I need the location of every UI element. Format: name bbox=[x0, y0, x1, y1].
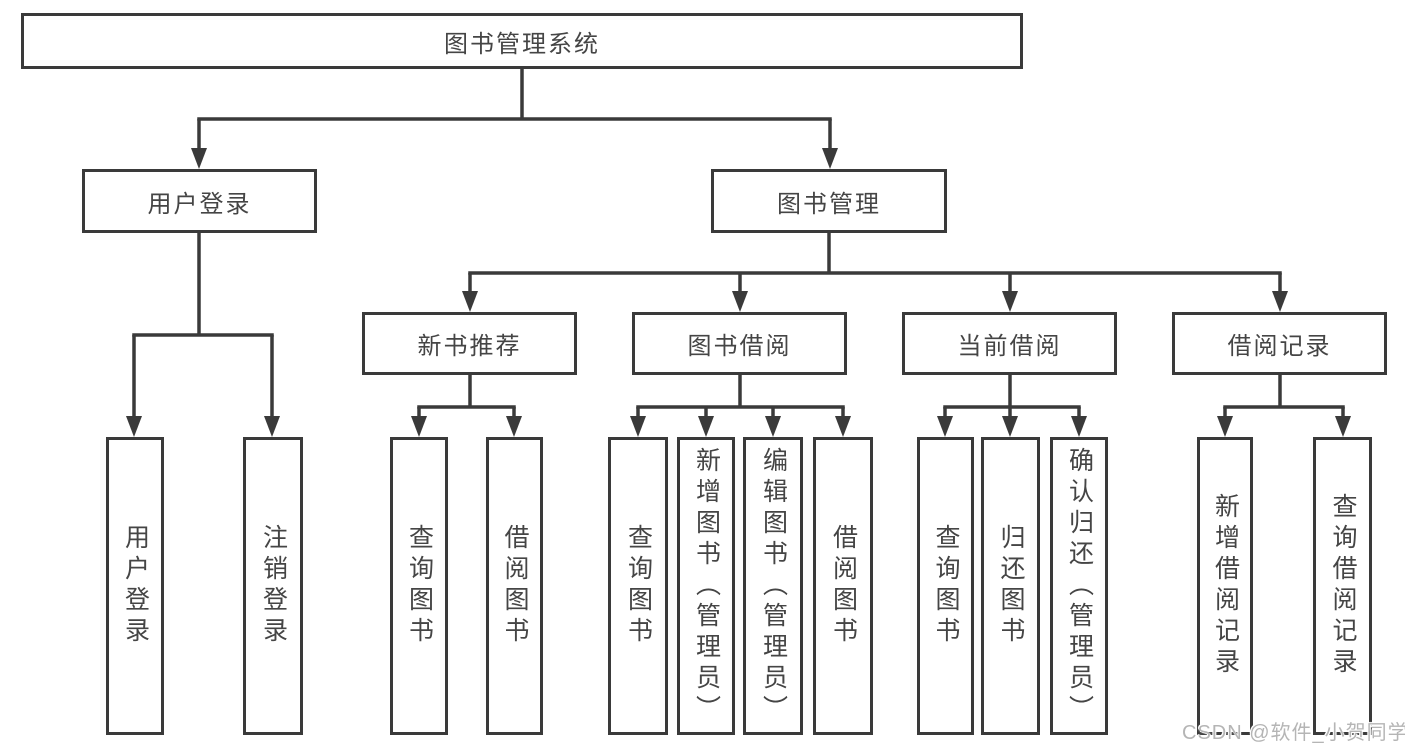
leaf-label: 查询图书 bbox=[624, 524, 653, 648]
leaf-label: 编辑图书（管理员） bbox=[759, 446, 788, 726]
leaf-borrow-books-newbook: 借阅图书 bbox=[486, 437, 543, 735]
leaf-label: 借阅图书 bbox=[501, 524, 529, 648]
node-book-management: 图书管理 bbox=[711, 169, 947, 233]
node-new-book-recommend: 新书推荐 bbox=[362, 312, 577, 375]
leaf-logout: 注销登录 bbox=[243, 437, 303, 735]
node-root: 图书管理系统 bbox=[21, 13, 1023, 69]
leaf-borrow-books-borrow: 借阅图书 bbox=[813, 437, 873, 735]
leaf-add-books-admin: 新增图书（管理员） bbox=[677, 437, 735, 735]
leaf-label: 查询图书 bbox=[405, 524, 434, 648]
leaf-label: 用户登录 bbox=[121, 524, 150, 648]
leaf-label: 确认归还（管理员） bbox=[1065, 446, 1094, 726]
leaf-return-books: 归还图书 bbox=[981, 437, 1040, 735]
leaf-label: 借阅图书 bbox=[829, 524, 858, 648]
leaf-edit-books-admin: 编辑图书（管理员） bbox=[743, 437, 803, 735]
leaf-confirm-return-admin: 确认归还（管理员） bbox=[1050, 437, 1108, 735]
leaf-query-books-newbook: 查询图书 bbox=[390, 437, 448, 735]
leaf-query-books-current: 查询图书 bbox=[917, 437, 974, 735]
leaf-add-borrow-record: 新增借阅记录 bbox=[1197, 437, 1253, 735]
leaf-label: 新增图书（管理员） bbox=[692, 446, 721, 726]
node-book-borrow: 图书借阅 bbox=[632, 312, 847, 375]
leaf-query-borrow-record: 查询借阅记录 bbox=[1313, 437, 1372, 735]
leaf-label: 注销登录 bbox=[259, 524, 288, 648]
node-current-borrow: 当前借阅 bbox=[902, 312, 1117, 375]
node-user-login: 用户登录 bbox=[82, 169, 317, 233]
watermark: CSDN @软件_小贺同学 bbox=[1182, 722, 1405, 744]
leaf-user-login: 用户登录 bbox=[106, 437, 164, 735]
leaf-query-books-borrow: 查询图书 bbox=[608, 437, 668, 735]
leaf-label: 查询借阅记录 bbox=[1329, 493, 1357, 679]
leaf-label: 归还图书 bbox=[997, 524, 1025, 648]
node-borrow-records: 借阅记录 bbox=[1172, 312, 1387, 375]
leaf-label: 新增借阅记录 bbox=[1211, 493, 1240, 679]
leaf-label: 查询图书 bbox=[932, 524, 960, 648]
